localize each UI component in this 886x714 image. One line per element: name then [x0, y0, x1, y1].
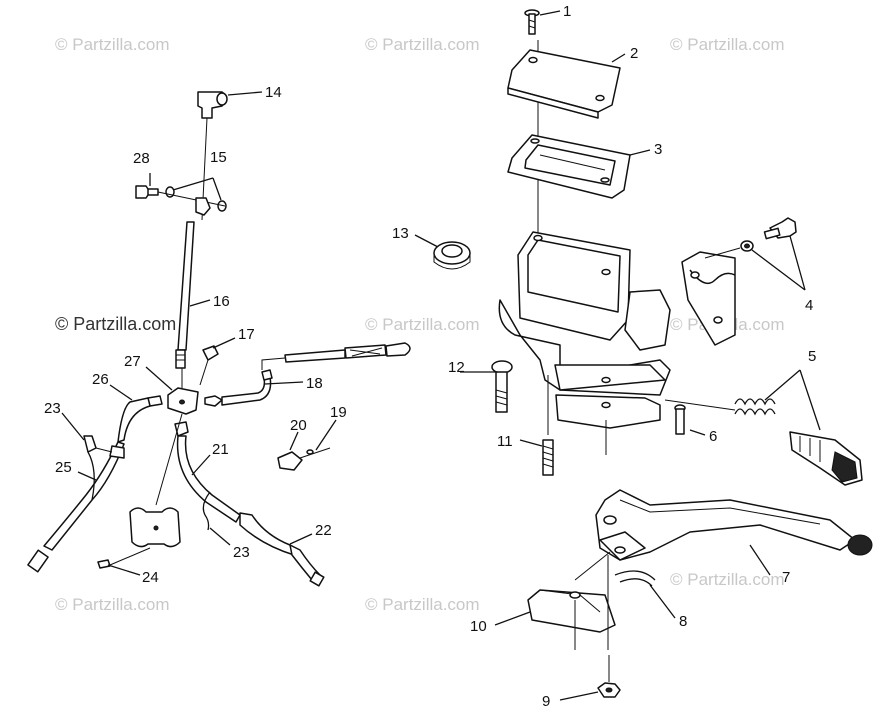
part-nut-9 — [597, 655, 621, 698]
callout-9: 9 — [542, 693, 550, 710]
callout-11: 11 — [497, 433, 513, 450]
part-spring-8 — [614, 570, 656, 587]
callout-24: 24 — [142, 569, 159, 586]
part-seal-ring-13 — [433, 241, 471, 270]
part-brake-line-16 — [175, 221, 195, 369]
callout-4: 4 — [805, 297, 813, 314]
callout-8: 8 — [679, 613, 687, 630]
callout-14: 14 — [265, 84, 282, 101]
watermark: © Partzilla.com — [670, 35, 785, 54]
part-reservoir-cover-2 — [507, 49, 621, 119]
part-plate-24 — [97, 507, 181, 569]
part-clip-20 — [277, 451, 303, 471]
part-screw-1 — [524, 9, 540, 35]
watermark: © Partzilla.com — [55, 595, 170, 614]
callout-3: 3 — [654, 141, 662, 158]
part-hose-22 — [239, 512, 325, 587]
callout-18: 18 — [306, 375, 323, 392]
part-hose-left-lower — [87, 451, 95, 501]
part-lever-7 — [595, 489, 873, 561]
callout-20: 20 — [290, 417, 307, 434]
part-washers-15 — [165, 177, 227, 212]
callout-13: 13 — [392, 225, 409, 242]
brake-line-assembly — [27, 91, 411, 587]
part-diaphragm-3 — [507, 134, 631, 199]
watermarks: © Partzilla.com © Partzilla.com © Partzi… — [55, 35, 785, 614]
part-cable — [261, 342, 411, 370]
callout-2: 2 — [630, 45, 638, 62]
callout-6: 6 — [709, 428, 717, 445]
callout-15: 15 — [210, 149, 227, 166]
callout-16: 16 — [213, 293, 230, 310]
watermark: © Partzilla.com — [365, 35, 480, 54]
part-brake-line-18 — [204, 369, 273, 407]
callout-26: 26 — [92, 371, 109, 388]
part-master-cylinder-body — [498, 231, 671, 455]
callout-25: 25 — [55, 459, 72, 476]
watermark: © Partzilla.com — [55, 314, 176, 334]
part-hose-21 — [174, 421, 241, 523]
part-clamp-23b — [202, 491, 211, 531]
watermark: © Partzilla.com — [365, 315, 480, 334]
callout-1: 1 — [563, 3, 571, 20]
callout-labels: 1 2 3 4 5 6 7 8 9 10 11 12 13 14 15 16 1… — [44, 3, 816, 710]
part-bolt-11 — [542, 375, 554, 476]
part-junction-block-27 — [167, 387, 199, 415]
callout-10: 10 — [470, 618, 487, 635]
callout-23: 23 — [233, 544, 250, 561]
callout-27: 27 — [124, 353, 141, 370]
callout-12: 12 — [448, 359, 465, 376]
watermark: © Partzilla.com — [55, 35, 170, 54]
watermark: © Partzilla.com — [670, 570, 785, 589]
callout-17: 17 — [238, 326, 255, 343]
guide-line — [155, 413, 183, 506]
leader-lines — [61, 10, 771, 701]
part-bolt-12 — [491, 360, 513, 413]
callout-19: 19 — [330, 404, 347, 421]
part-clamp-23a — [83, 435, 125, 459]
callout-23: 23 — [44, 400, 61, 417]
part-clip-19 — [299, 447, 331, 459]
part-piston-assembly-5 — [664, 369, 863, 486]
part-pin-6 — [674, 404, 686, 435]
callout-7: 7 — [782, 569, 790, 586]
master-cylinder-assembly — [433, 9, 873, 698]
callout-5: 5 — [808, 348, 816, 365]
part-clamp-4 — [681, 217, 806, 346]
callout-21: 21 — [212, 441, 229, 458]
part-bracket-10 — [527, 551, 616, 650]
part-hose-26 — [117, 395, 163, 443]
watermark: © Partzilla.com — [365, 595, 480, 614]
callout-28: 28 — [133, 150, 150, 167]
part-fitting-17 — [199, 345, 219, 386]
part-hose-25 — [27, 441, 125, 573]
part-banjo-bolt-28 — [135, 185, 226, 207]
callout-22: 22 — [315, 522, 332, 539]
part-banjo-fitting — [195, 197, 211, 216]
